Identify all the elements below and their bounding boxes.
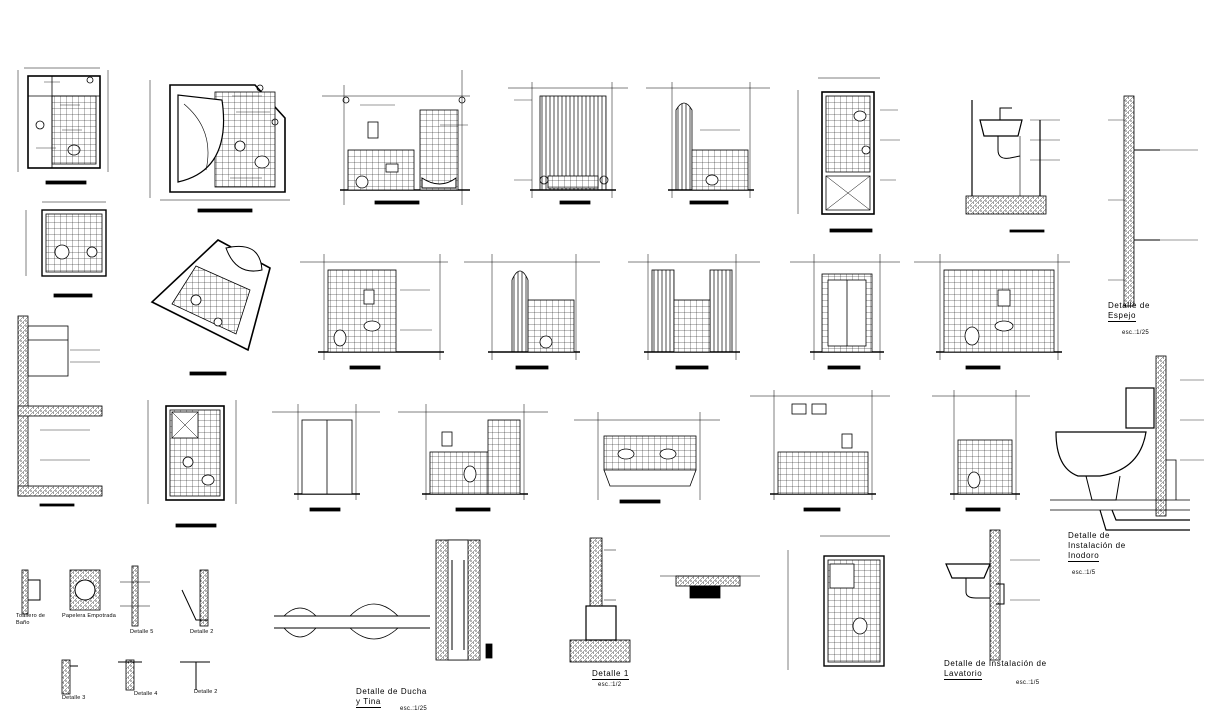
mirror-detail-scale: esc.:1/25 bbox=[1122, 330, 1150, 336]
elevation-13 bbox=[932, 390, 1030, 512]
shower-detail-scale: esc.:1/25 bbox=[400, 706, 428, 712]
shower-detail-title-line1: Detalle de Ducha bbox=[356, 687, 427, 696]
plan-view-3 bbox=[797, 77, 900, 233]
papelera-caption: Papelera Empotrada bbox=[62, 613, 117, 619]
detail-2b-caption: Detalle 2 bbox=[194, 689, 218, 695]
small-detail-5 bbox=[120, 565, 150, 627]
wall-section-left bbox=[17, 315, 103, 507]
toilet-installation-detail bbox=[1050, 355, 1204, 531]
detail-1-scale: esc.:1/2 bbox=[598, 682, 622, 688]
elevation-6 bbox=[628, 254, 760, 370]
elevation-8 bbox=[914, 254, 1070, 370]
lavatory-detail-title-line2: Lavatorio bbox=[944, 669, 983, 680]
mirror-detail-title-line2: Espejo bbox=[1108, 311, 1137, 322]
small-detail-3 bbox=[61, 659, 78, 695]
lavatory-detail-title-line1: Detalle de Instalación de bbox=[944, 659, 1047, 668]
towel-rack-caption-line1: Toallero de bbox=[16, 613, 46, 619]
elevation-9 bbox=[272, 404, 380, 512]
plan-view-2 bbox=[149, 80, 290, 213]
toilet-detail-title-line3: Inodoro bbox=[1068, 551, 1100, 562]
plan-view-4 bbox=[25, 201, 107, 298]
elevation-7 bbox=[790, 254, 900, 370]
horizontal-section bbox=[660, 575, 760, 599]
elevation-10 bbox=[398, 404, 548, 512]
shower-detail-title-line2: y Tina bbox=[356, 697, 381, 708]
detail-1-section bbox=[569, 537, 631, 663]
elevation-5 bbox=[464, 254, 600, 370]
small-detail-toallero bbox=[21, 569, 41, 615]
detail-1-title: Detalle 1 bbox=[592, 669, 629, 680]
detail-5-caption: Detalle 5 bbox=[130, 629, 154, 635]
elevation-12 bbox=[750, 390, 890, 512]
small-detail-2b bbox=[180, 661, 210, 690]
lavatory-installation-detail bbox=[945, 529, 1040, 661]
mirror-wall-detail bbox=[1108, 95, 1198, 307]
plan-view-rotated bbox=[150, 239, 271, 376]
shower-tub-detail bbox=[274, 539, 493, 661]
plan-view-1 bbox=[17, 67, 109, 185]
lavatory-detail-scale: esc.:1/5 bbox=[1016, 680, 1040, 686]
toilet-detail-scale: esc.:1/5 bbox=[1072, 570, 1096, 576]
detail-4-caption: Detalle 4 bbox=[134, 691, 158, 697]
elevation-2 bbox=[508, 82, 628, 205]
elevation-3 bbox=[646, 82, 770, 205]
elevation-4 bbox=[300, 254, 448, 370]
detail-3-caption: Detalle 3 bbox=[62, 695, 86, 701]
elevation-1 bbox=[322, 70, 470, 205]
plan-view-6 bbox=[787, 535, 890, 670]
small-detail-2 bbox=[181, 569, 209, 627]
small-detail-papelera bbox=[69, 569, 101, 611]
towel-rack-caption-line2: Baño bbox=[16, 620, 30, 626]
lavatory-section bbox=[965, 100, 1060, 233]
mirror-detail-title-line1: Detalle de bbox=[1108, 301, 1151, 310]
detail-2-caption: Detalle 2 bbox=[190, 629, 214, 635]
toilet-detail-title-line2: Instalación de bbox=[1068, 541, 1126, 550]
elevation-11 bbox=[574, 412, 720, 504]
plan-view-5 bbox=[147, 400, 237, 528]
toilet-detail-title-line1: Detalle de bbox=[1068, 531, 1111, 540]
small-detail-4 bbox=[118, 659, 142, 691]
